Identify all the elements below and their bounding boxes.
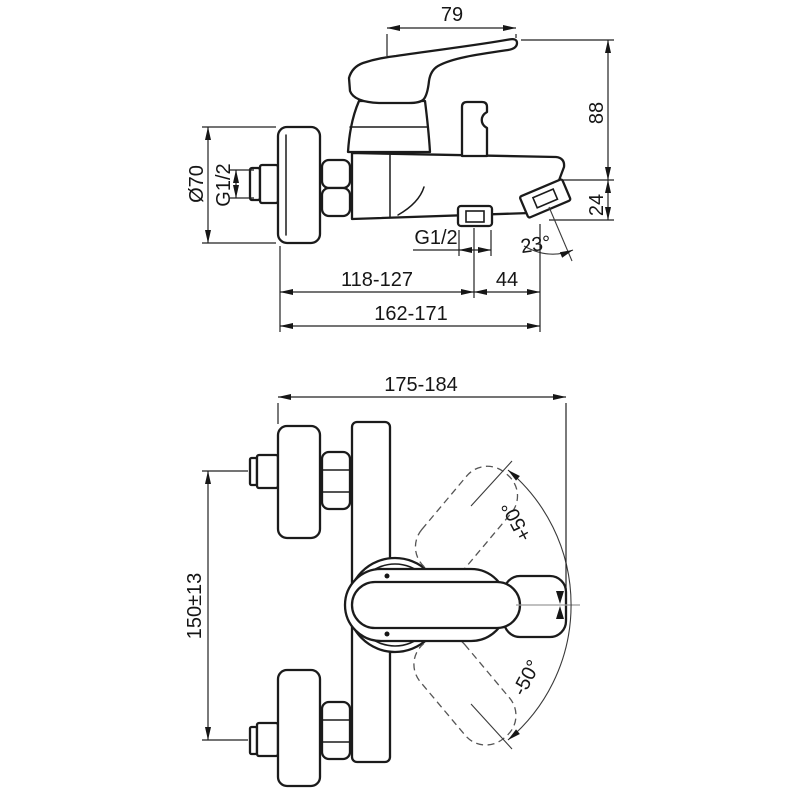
side-wall-connection <box>248 125 352 245</box>
swivel-zero-arrow-bottom <box>556 606 564 619</box>
swivel-plus50-label: +50° <box>497 497 536 544</box>
dim-outlet-to-spout-label: 44 <box>496 269 518 291</box>
handle-marker-dot-top <box>384 573 390 579</box>
bottom-flange <box>276 668 322 788</box>
dim-wall-thread-label: G1/2 <box>213 163 235 206</box>
plan-top-connection <box>248 424 352 540</box>
side-handle <box>346 38 519 154</box>
side-faucet-body <box>350 100 572 228</box>
wall-flange <box>276 125 322 245</box>
aerator-face <box>531 188 559 209</box>
top-hex-nut <box>320 450 352 511</box>
union-nut-face-bottom <box>320 186 352 218</box>
top-flange <box>276 424 322 540</box>
swivel-radial-minus50 <box>470 703 513 750</box>
body-contour-curve <box>397 186 425 216</box>
dim-handle-length-label: 79 <box>441 4 463 26</box>
plan-dimensions: 175-184 150±13 <box>184 374 567 741</box>
dim-overall-depth-label: 175-184 <box>384 374 457 396</box>
swivel-minus50-label: -50° <box>509 657 546 700</box>
swivel-radial-plus50 <box>470 460 513 507</box>
handle-marker-dot-bottom <box>384 631 390 637</box>
bottom-nipple <box>255 721 280 758</box>
dim-flange-diameter-label: Ø70 <box>186 165 208 203</box>
handle-grip <box>350 580 522 630</box>
diverter-knob <box>460 100 489 158</box>
top-nipple <box>255 453 280 490</box>
plan-bottom-connection <box>248 668 352 788</box>
swivel-zero-arrow-top <box>556 591 564 604</box>
wall-nipple <box>258 163 280 205</box>
dim-spray-angle-label: 23° <box>519 232 552 258</box>
spray-angle-line <box>548 206 573 262</box>
handle-position-minus50 <box>413 634 517 746</box>
dim-total-height-label: 88 <box>586 102 608 124</box>
dim-inlet-spacing-label: 150±13 <box>184 573 206 640</box>
spray-angle-arc <box>523 245 574 258</box>
dim-wall-to-spout-label: 162-171 <box>374 303 447 325</box>
shower-outlet-opening <box>465 210 485 223</box>
dim-outlet-thread-label: G1/2 <box>414 227 457 249</box>
handle-position-plus50 <box>414 465 519 578</box>
swivel-arc <box>507 469 572 741</box>
side-dimensions: 79 88 24 Ø70 G1/2 G1/2 <box>186 4 614 332</box>
dim-spout-drop-label: 24 <box>586 194 608 216</box>
dim-wall-to-outlet-label: 118-127 <box>341 269 413 291</box>
union-nut-face-top <box>320 158 352 190</box>
side-view: 79 88 24 Ø70 G1/2 G1/2 <box>186 4 614 332</box>
wall-nipple-cap <box>248 166 262 202</box>
bottom-hex-nut <box>320 700 352 761</box>
handle-lever <box>347 38 519 105</box>
plan-view: +50° -50° 175-184 150±13 <box>184 374 580 788</box>
